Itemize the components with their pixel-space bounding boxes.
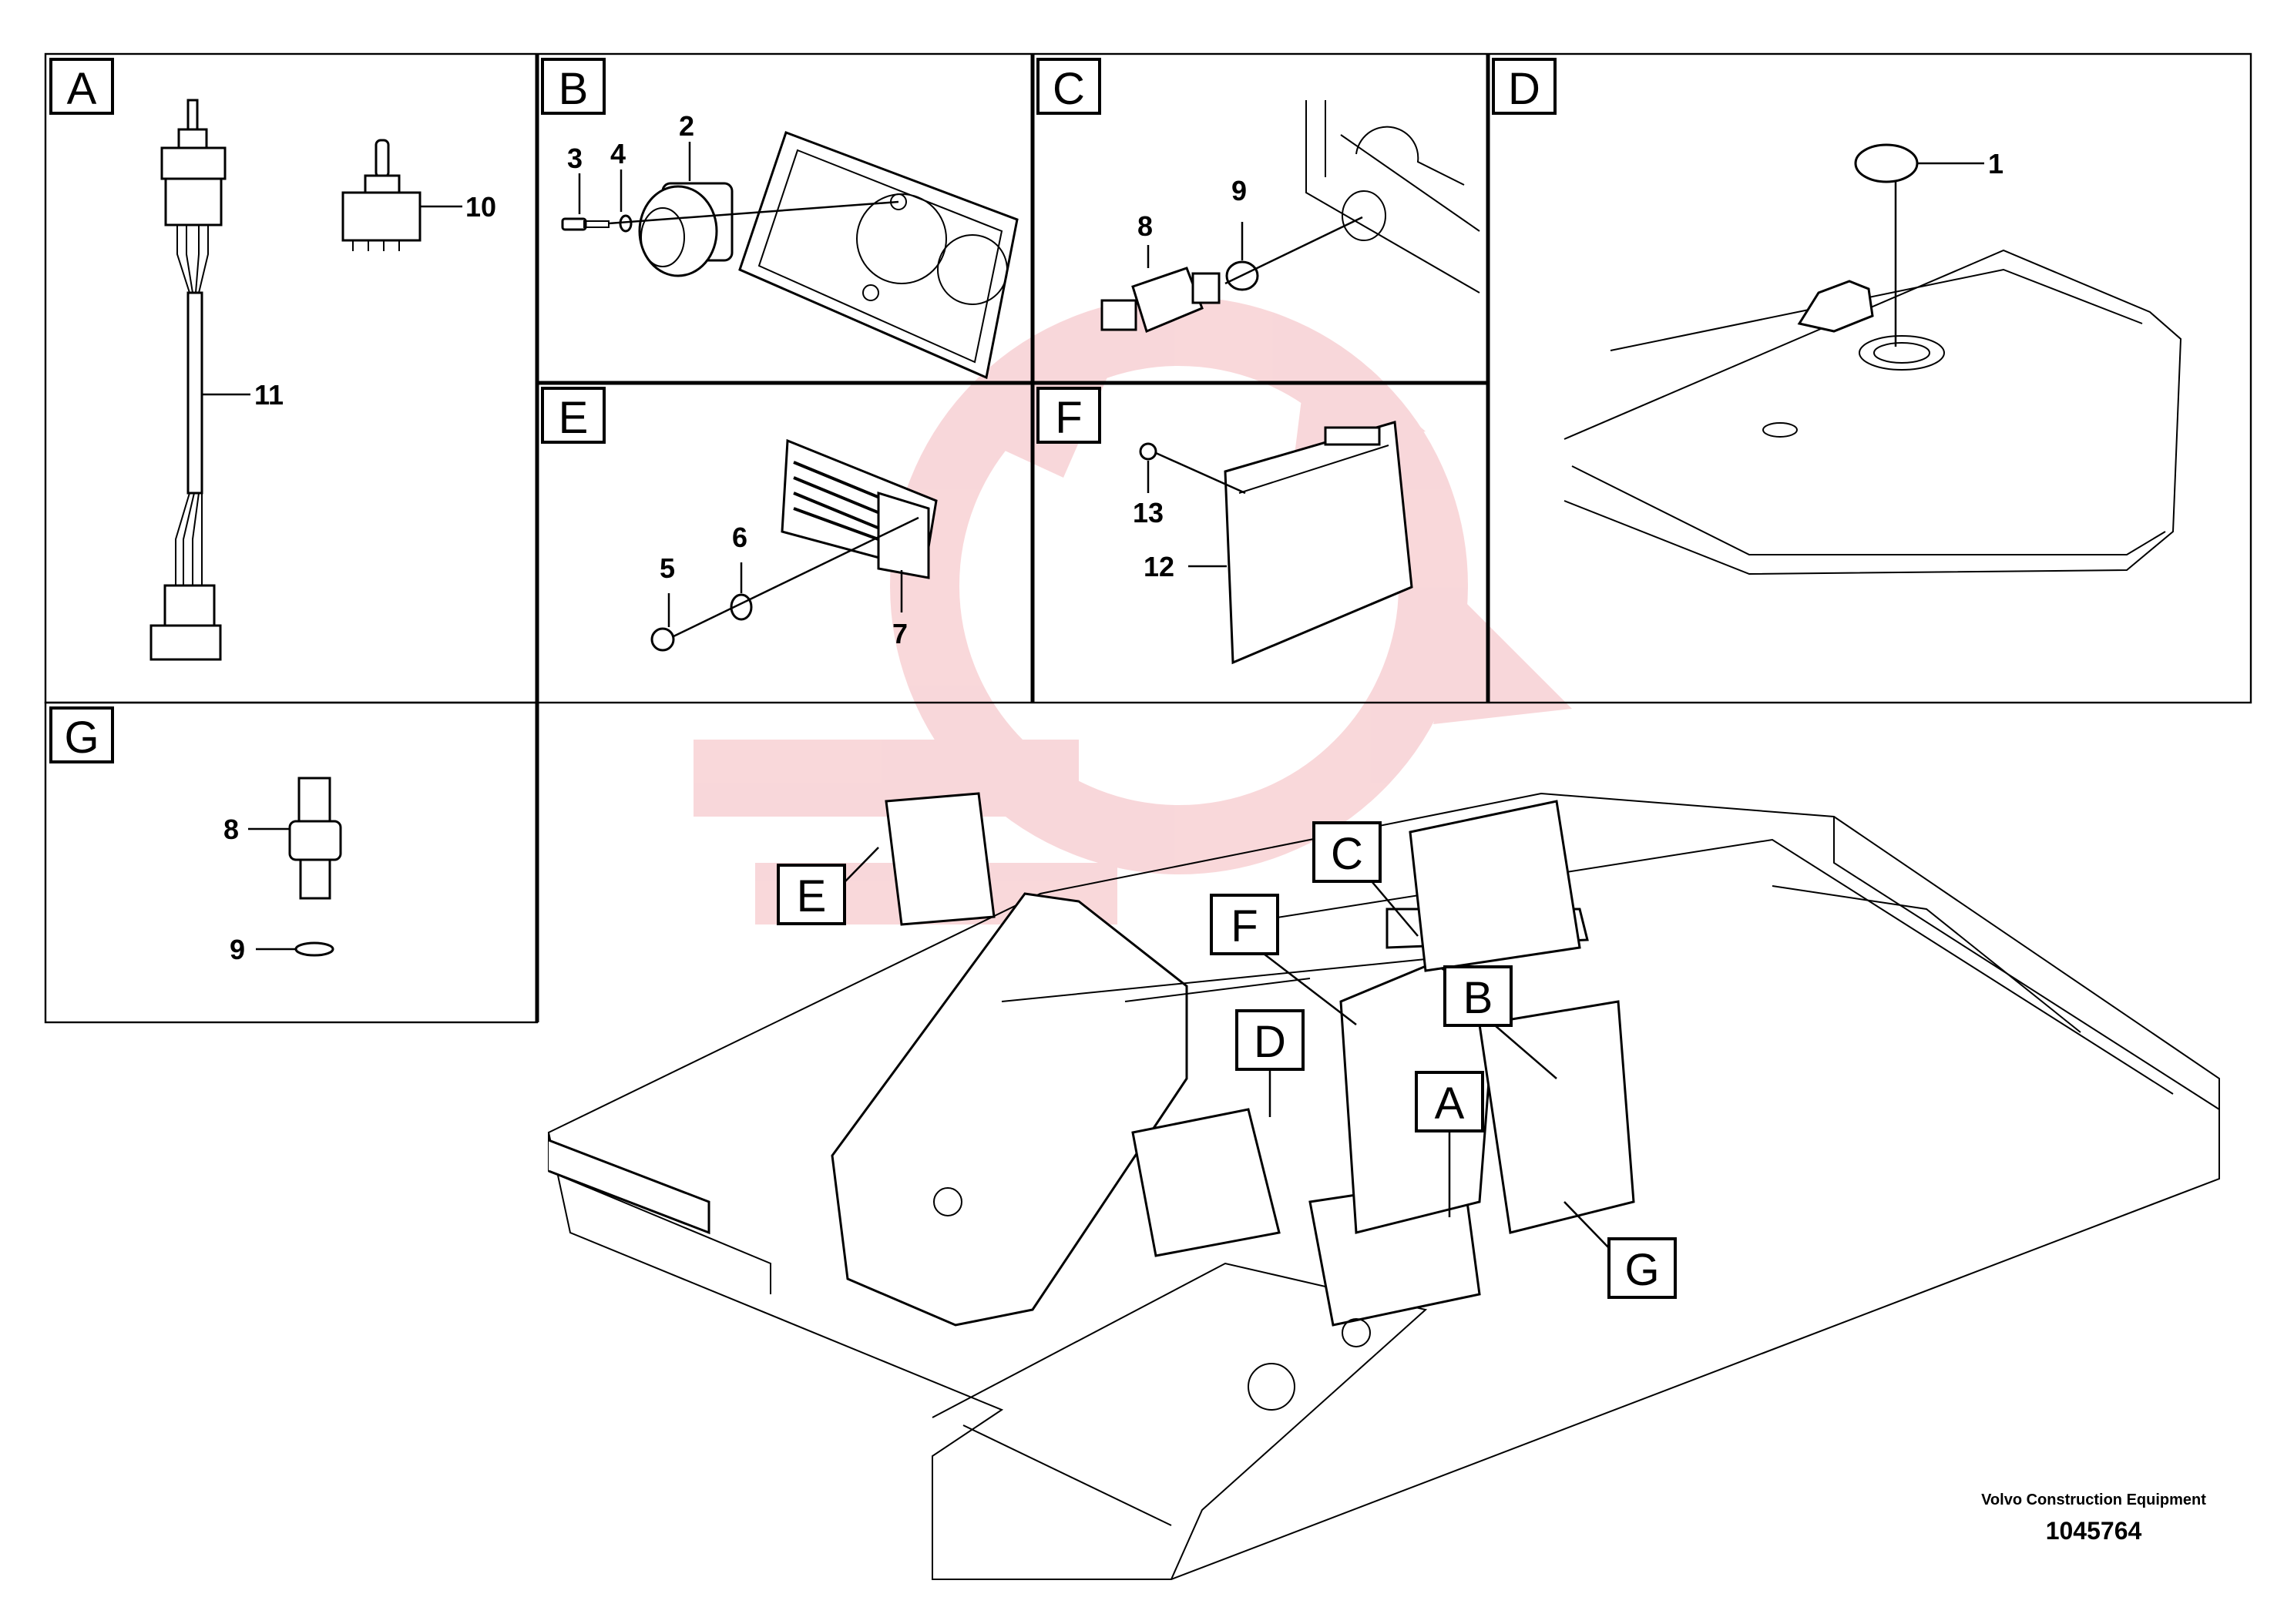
callout-d: D [1235, 1009, 1305, 1117]
svg-text:F: F [1231, 901, 1258, 951]
toggle-switch [341, 139, 422, 251]
relay-module [781, 438, 938, 579]
drawing-number: 1045764 [2045, 1517, 2142, 1545]
part-number-12: 12 [1144, 551, 1174, 582]
part-number-5: 5 [660, 552, 675, 584]
pressure-sensor-g [288, 777, 342, 900]
panel-label-a: A [49, 58, 114, 115]
washer [619, 214, 633, 233]
svg-text:C: C [1331, 829, 1363, 879]
svg-text:D: D [1508, 64, 1540, 114]
callout-g: G [1563, 1201, 1677, 1299]
panel-label-d: D [1492, 58, 1557, 115]
machine-frame [547, 792, 2220, 1580]
part-number-7: 7 [892, 618, 908, 649]
callout-c: C [1312, 821, 1419, 937]
plug-cap [1854, 143, 1919, 183]
valve-body-outline [1305, 100, 1480, 294]
panel-label-c: C [1036, 58, 1101, 115]
callout-e: E [777, 847, 879, 925]
part-number-8: 8 [1137, 210, 1153, 242]
footer: Volvo Construction Equipment 1045764 [1978, 1491, 2209, 1545]
screw-f [1139, 442, 1157, 461]
part-number-8-g: 8 [223, 814, 239, 845]
socket-flange [638, 182, 734, 277]
part-number-11: 11 [254, 379, 284, 411]
part-number-13: 13 [1133, 497, 1164, 528]
screw-e [650, 627, 675, 652]
callout-f: F [1210, 894, 1357, 1025]
control-unit [1224, 421, 1413, 665]
mounting-plate [738, 131, 1019, 380]
panel-label-g: G [49, 706, 114, 763]
part-number-9: 9 [1231, 175, 1247, 206]
o-ring-g [294, 941, 334, 957]
callout-a: A [1415, 1071, 1484, 1217]
brand-label: Volvo Construction Equipment [1981, 1491, 2206, 1508]
svg-text:G: G [64, 713, 99, 763]
tank-lid [1563, 249, 2182, 575]
panel-label-e: E [541, 387, 606, 444]
svg-text:C: C [1053, 64, 1085, 114]
svg-text:E: E [559, 393, 589, 443]
part-number-2: 2 [679, 110, 694, 142]
part-number-1: 1 [1988, 148, 2003, 180]
svg-text:A: A [67, 64, 97, 114]
svg-text:E: E [797, 871, 827, 921]
svg-text:B: B [1463, 973, 1493, 1023]
panel-frames [44, 52, 2252, 1024]
toggle-switch-with-harness [149, 99, 227, 661]
part-number-4: 4 [610, 138, 626, 169]
callout-b: B [1443, 965, 1557, 1079]
part-number-9-g: 9 [230, 934, 245, 965]
watermark-logo [694, 297, 1572, 924]
panel-label-b: B [541, 58, 606, 115]
svg-text:A: A [1435, 1079, 1465, 1129]
panel-label-f: F [1036, 387, 1101, 444]
svg-text:D: D [1254, 1017, 1286, 1067]
svg-text:B: B [559, 64, 589, 114]
pressure-sensor [1100, 267, 1221, 334]
part-number-6: 6 [732, 522, 747, 553]
svg-text:F: F [1055, 393, 1082, 443]
part-number-10: 10 [465, 191, 496, 223]
part-number-3: 3 [567, 143, 583, 174]
svg-text:G: G [1624, 1245, 1659, 1295]
screw [561, 217, 610, 231]
